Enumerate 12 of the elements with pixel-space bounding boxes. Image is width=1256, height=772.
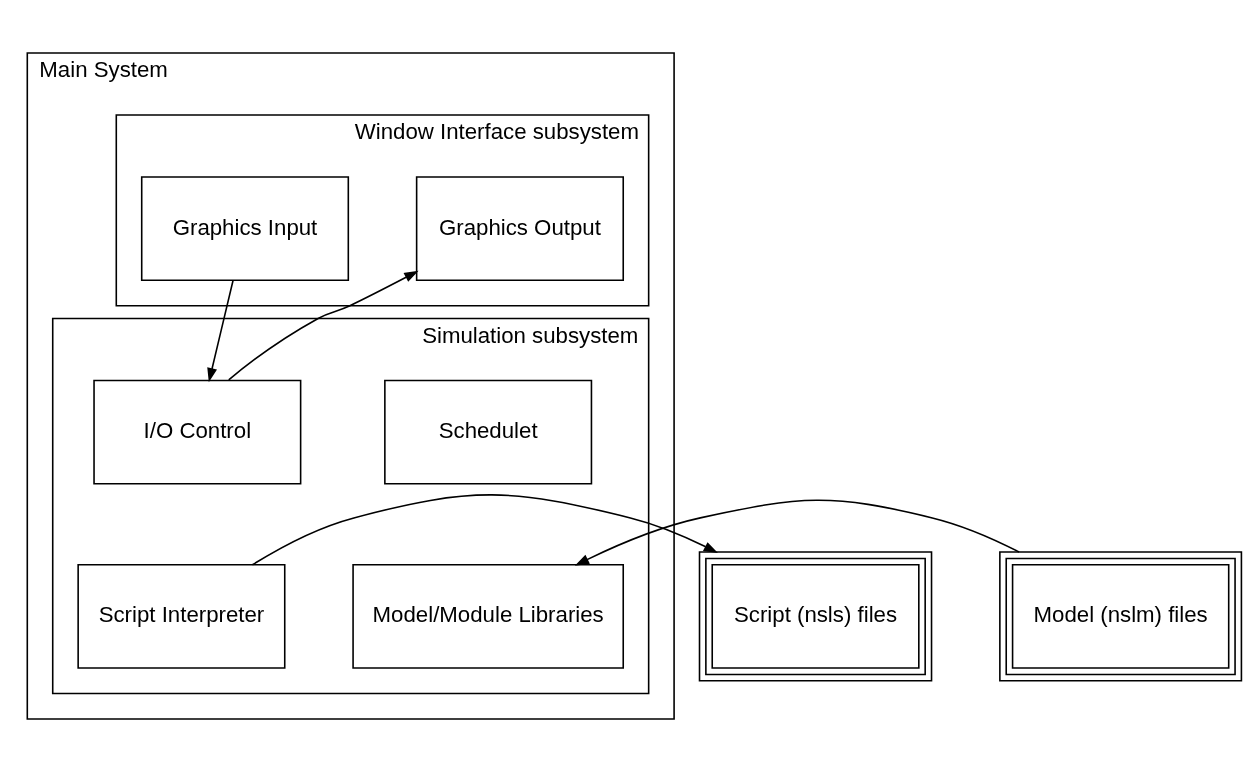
node-box: Graphics Input bbox=[140, 176, 350, 282]
node-box: Schedulet bbox=[384, 379, 593, 485]
node-box: Script (nsls) files bbox=[698, 551, 933, 682]
arrow bbox=[251, 494, 718, 566]
arrow bbox=[227, 270, 419, 381]
node-box: Model/Module Libraries bbox=[352, 564, 625, 669]
node-box: Model (nslm) files bbox=[999, 551, 1243, 682]
arrow bbox=[574, 499, 1020, 566]
node-box: I/O Control bbox=[93, 379, 302, 485]
arrow bbox=[207, 280, 234, 383]
node-box: Graphics Output bbox=[415, 176, 625, 282]
node-box: Script Interpreter bbox=[77, 564, 286, 669]
